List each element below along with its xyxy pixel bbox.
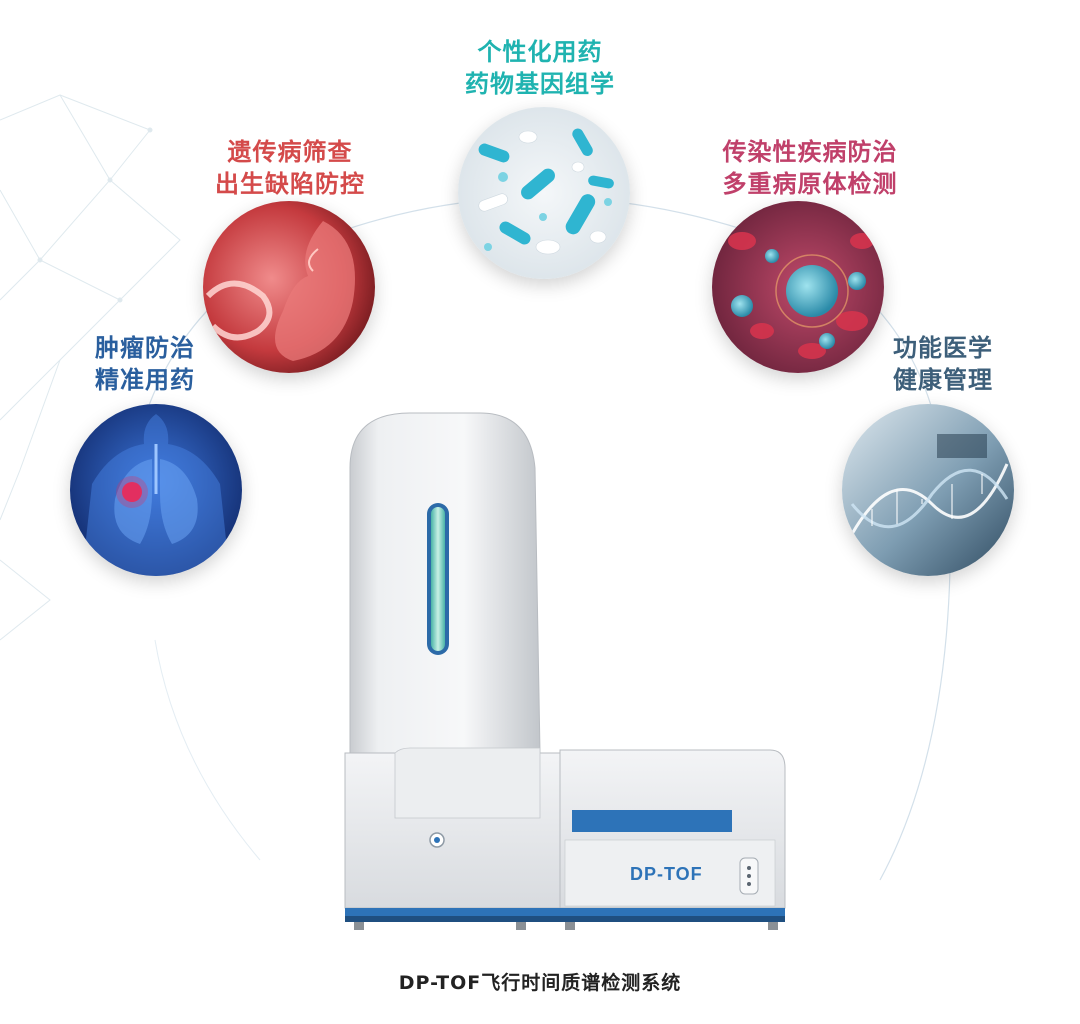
dp-tof-instrument: DP-TOF xyxy=(340,408,800,933)
pills-image xyxy=(458,107,630,279)
label-tumor: 肿瘤防治 精准用药 xyxy=(95,334,195,394)
dna-image xyxy=(842,404,1014,576)
label-genetic: 遗传病筛查 出生缺陷防控 xyxy=(215,138,365,198)
label-infectious: 传染性疾病防治 多重病原体检测 xyxy=(722,138,898,198)
lungs-image xyxy=(70,404,242,576)
product-caption: DP-TOF飞行时间质谱检测系统 xyxy=(398,972,682,994)
pathogen-image xyxy=(712,201,884,373)
instrument-brand-label: DP-TOF xyxy=(630,864,703,884)
label-functional: 功能医学 健康管理 xyxy=(893,334,993,394)
network-lines xyxy=(0,94,181,641)
fetus-image xyxy=(203,201,375,373)
label-pharmacogenomics: 个性化用药 药物基因组学 xyxy=(465,38,615,98)
instrument-drawing xyxy=(344,412,786,930)
